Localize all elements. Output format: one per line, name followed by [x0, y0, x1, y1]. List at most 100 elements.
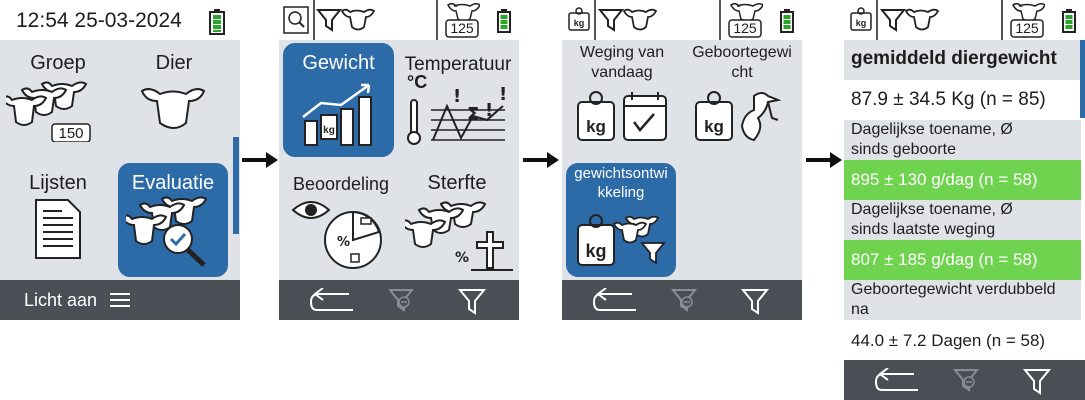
weging-label-line1: Weging van — [579, 44, 665, 61]
gain-birth-label-row: Dagelijkse toename, Ø sinds geboorte — [844, 120, 1081, 160]
document-list-icon — [35, 199, 81, 259]
filter-cow-icon — [316, 8, 376, 32]
double-value: 44.0 ± 7.2 Dagen (n = 58) — [851, 331, 1046, 350]
filter-cow-icon — [598, 8, 658, 32]
arrow-3 — [806, 152, 842, 168]
scrollbar[interactable] — [233, 137, 239, 234]
filter-remove-icon[interactable] — [953, 368, 979, 394]
gain-birth-value: 895 ± 130 g/dag (n = 58) — [851, 170, 1038, 189]
status-bar: 12:54 25-03-2024 — [0, 0, 240, 40]
svg-text:kg: kg — [856, 18, 867, 28]
dead-cows-icon: % — [405, 201, 513, 271]
status-bar: kg 125 — [562, 0, 802, 40]
result-title: gemiddeld diergewicht — [844, 40, 1081, 80]
bottom-bar — [844, 360, 1085, 400]
svg-text:!: ! — [485, 100, 493, 121]
double-label-row: Geboortegewicht verdubbeld na — [844, 280, 1081, 320]
evaluatie-tile[interactable]: Evaluatie — [118, 163, 228, 277]
beoordeling-label: Beoordeling — [292, 174, 390, 194]
cow-count-badge: 125 — [1015, 20, 1039, 36]
cow-icon — [140, 88, 206, 129]
geboorte-label-line1: Geboortegewi — [692, 44, 792, 61]
svg-text:kg: kg — [585, 241, 606, 261]
eye-pie-icon: % — [291, 201, 382, 269]
bottom-bar: Licht aan — [0, 280, 240, 320]
celsius-unit: °C — [407, 72, 428, 92]
back-icon[interactable] — [309, 288, 355, 314]
weight-chart-icon: kg — [302, 83, 372, 146]
weight-cows-filter-icon: kg — [577, 214, 666, 266]
weight-mode-icon: kg — [850, 7, 872, 31]
svg-text:Σ: Σ — [467, 104, 479, 125]
double-label-1: Geboortegewicht verdubbeld — [851, 281, 1056, 298]
cow-evaluation-icon — [126, 196, 208, 267]
svg-text:%: % — [337, 235, 350, 250]
gain-last-label-1: Dagelijkse toename, Ø — [851, 201, 1013, 218]
separator — [876, 0, 878, 40]
svg-text:!: ! — [453, 86, 461, 107]
bottom-bar — [562, 280, 802, 320]
battery-icon — [1062, 9, 1076, 33]
sterfte-label: Sterfte — [427, 172, 487, 194]
ontw-label-line2: kkeling — [597, 184, 645, 201]
cow-count-icon — [728, 2, 763, 38]
gain-birth-label-1: Dagelijkse toename, Ø — [851, 121, 1013, 138]
bottom-bar — [279, 280, 519, 320]
filter-icon[interactable] — [741, 288, 769, 316]
cow-group-icon — [6, 81, 91, 142]
back-icon[interactable] — [592, 288, 638, 314]
svg-text:!: ! — [499, 84, 507, 105]
evaluation-mode-icon — [283, 6, 309, 34]
filter-cow-icon — [880, 8, 940, 32]
double-value-row: 44.0 ± 7.2 Dagen (n = 58) — [844, 320, 1081, 360]
groep-label: Groep — [30, 52, 86, 74]
separator — [1001, 0, 1003, 40]
cow-count-badge: 125 — [450, 20, 474, 36]
status-bar: kg 125 — [844, 0, 1085, 40]
clock-date: 12:54 25-03-2024 — [16, 9, 182, 32]
gewicht-screen: kg 125 Weging van vandaag kg Geboortege — [562, 0, 802, 320]
lijsten-label: Lijsten — [29, 172, 87, 194]
menu-icon[interactable] — [110, 292, 130, 308]
double-label-2: na — [851, 301, 869, 318]
evaluatie-screen: 125 Gewicht kg Temperatuur °C ! Σ ! ! — [279, 0, 519, 320]
weight-mode-icon: kg — [568, 7, 590, 31]
filter-remove-icon[interactable] — [388, 288, 414, 314]
weight-stork-icon: kg — [695, 91, 782, 142]
main-menu-screen: 12:54 25-03-2024 Groep 150 Dier Lijsten — [0, 0, 240, 320]
back-icon[interactable] — [874, 368, 920, 394]
filter-icon[interactable] — [458, 288, 486, 316]
evaluatie-label: Evaluatie — [131, 172, 215, 194]
cow-count-badge: 125 — [733, 20, 757, 36]
mean-weight-row: 87.9 ± 34.5 Kg (n = 85) — [844, 80, 1081, 120]
svg-text:%: % — [455, 250, 469, 266]
geboorte-label-line2: cht — [731, 64, 753, 81]
separator — [719, 0, 721, 40]
weight-calendar-icon: kg — [577, 91, 667, 141]
gain-last-value-row: 807 ± 185 g/dag (n = 58) — [844, 240, 1081, 280]
scrollbar[interactable] — [1080, 40, 1085, 118]
result-title-text: gemiddeld diergewicht — [851, 48, 1057, 69]
gewicht-result-screen: kg 125 gemiddeld diergewicht 87.9 ± 34.5… — [844, 0, 1085, 400]
svg-text:kg: kg — [586, 117, 606, 136]
gain-last-label-2: sinds laatste weging — [851, 221, 996, 238]
dier-label: Dier — [155, 52, 193, 74]
gain-last-value: 807 ± 185 g/dag (n = 58) — [851, 250, 1038, 269]
separator — [436, 0, 438, 40]
ontw-label-line1: gewichtsontwi — [574, 165, 668, 182]
svg-text:kg: kg — [574, 18, 585, 28]
group-count-badge: 150 — [58, 125, 84, 142]
battery-icon — [209, 9, 225, 35]
gewichtsontwikkeling-tile[interactable]: gewichtsontwi kkeling kg — [566, 163, 676, 277]
filter-icon[interactable] — [1023, 368, 1051, 396]
battery-icon — [780, 9, 794, 33]
svg-text:kg: kg — [704, 117, 724, 136]
gewicht-tile[interactable]: Gewicht kg — [283, 43, 394, 157]
licht-aan-label[interactable]: Licht aan — [24, 290, 98, 310]
svg-text:kg: kg — [323, 125, 335, 136]
weging-label-line2: vandaag — [591, 64, 653, 81]
filter-remove-icon[interactable] — [671, 288, 697, 314]
cow-count-icon — [1010, 2, 1045, 38]
separator — [313, 0, 315, 40]
gain-birth-value-row: 895 ± 130 g/dag (n = 58) — [844, 160, 1081, 200]
